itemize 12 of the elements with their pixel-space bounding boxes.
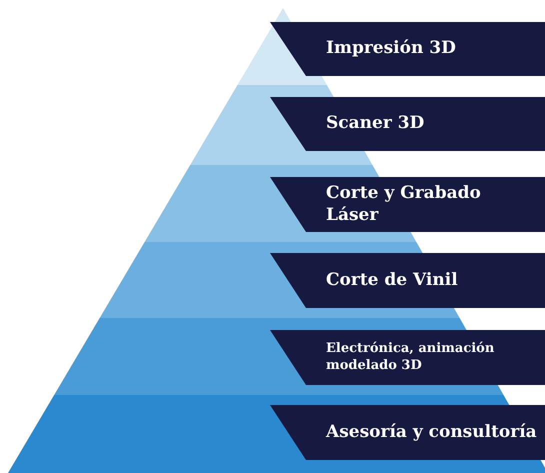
label-tab — [270, 22, 545, 76]
label-tab — [270, 253, 545, 308]
level-label: Scaner 3D — [326, 113, 424, 135]
level-label: Corte de Vinil — [326, 270, 458, 292]
label-tab — [270, 330, 545, 385]
level-label: Asesoría y consultoría — [326, 422, 537, 444]
level-label: Electrónica, animación modelado 3D — [326, 341, 496, 374]
level-label: Impresión 3D — [326, 38, 456, 60]
level-label: Corte y Grabado Láser — [326, 183, 482, 226]
label-tab — [270, 97, 545, 151]
label-tab — [270, 177, 545, 232]
label-tab — [270, 405, 545, 460]
